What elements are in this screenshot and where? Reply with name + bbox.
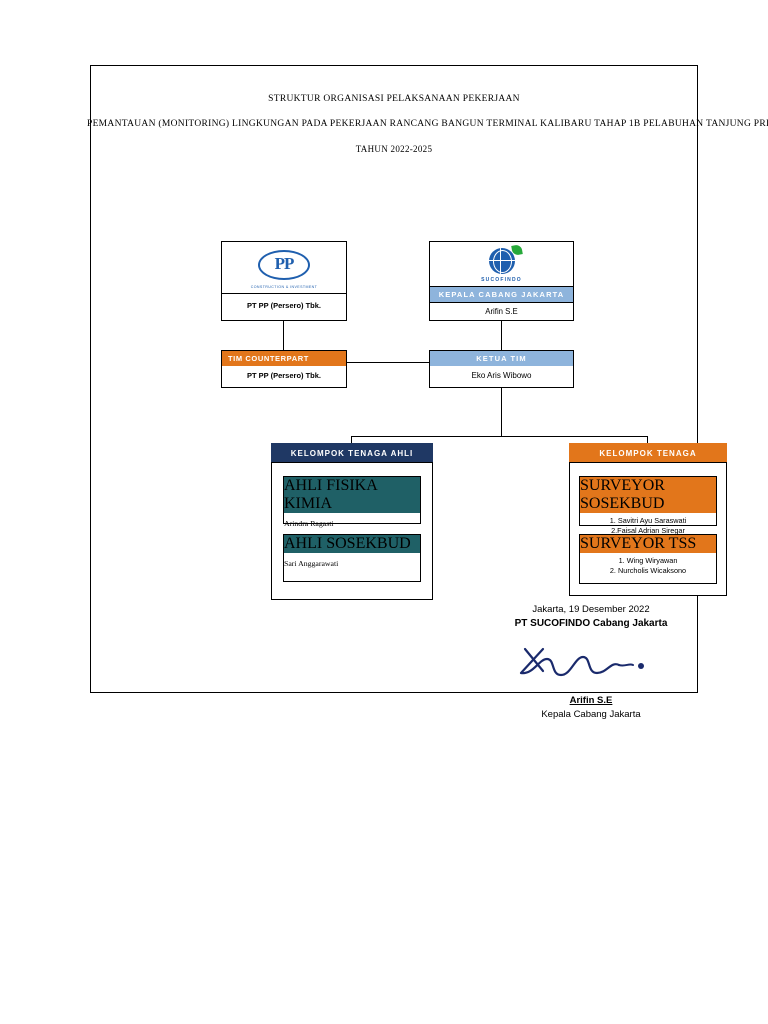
pp-logo-area: PP CONSTRUCTION & INVESTMENT — [222, 242, 346, 294]
ahli-sosekbud-header: AHLI SOSEKBUD — [284, 535, 420, 553]
signature-mark-icon — [519, 647, 644, 677]
surveyor-tss-member-2: 2. Nurcholis Wicaksono — [609, 566, 687, 575]
ketuatim-person-name: Eko Aris Wibowo — [471, 371, 532, 380]
connector-branch-pendukung — [647, 436, 648, 444]
connector-counterpart-ketuatim — [347, 362, 429, 363]
node-pt-pp: PP CONSTRUCTION & INVESTMENT PT PP (Pers… — [221, 241, 347, 321]
node-surveyor-tss: SURVEYOR TSS 1. Wing Wiryawan 2. Nurchol… — [579, 534, 717, 584]
pp-company-name: PT PP (Persero) Tbk. — [246, 301, 322, 310]
group-title-tenaga-ahli: KELOMPOK TENAGA AHLI — [271, 443, 433, 464]
title-line-3: TAHUN 2022-2025 — [355, 144, 433, 154]
surveyor-sosekbud-header: SURVEYOR SOSEKBUD — [580, 477, 716, 513]
counterpart-company-name: PT PP (Persero) Tbk. — [246, 371, 322, 380]
connector-ketuatim-down — [501, 388, 502, 436]
connector-branch-ahli — [351, 436, 352, 444]
signature-name: Arifin S.E — [569, 695, 613, 706]
ketuatim-header: KETUA TIM — [430, 351, 573, 366]
globe-ring — [492, 250, 512, 273]
connector-sucofindo-to-ketuatim — [501, 321, 502, 350]
document-sheet: STRUKTUR ORGANISASI PELAKSANAAN PEKERJAA… — [87, 65, 768, 720]
globe-icon — [488, 248, 515, 274]
pp-logo-icon: PP — [258, 250, 310, 280]
surveyor-tss-header: SURVEYOR TSS — [580, 535, 716, 553]
signature-company: PT SUCOFINDO Cabang Jakarta — [514, 618, 668, 629]
sucofindo-logo-area: SUCOFINDO — [430, 242, 573, 286]
node-tim-counterpart: TIM COUNTERPART PT PP (Persero) Tbk. — [221, 350, 347, 388]
node-ahli-fisika-kimia: AHLI FISIKA KIMIA Arindra Ragasti — [283, 476, 421, 528]
title-block: STRUKTUR ORGANISASI PELAKSANAAN PEKERJAA… — [87, 92, 768, 157]
node-surveyor-sosekbud: SURVEYOR SOSEKBUD 1. Savitri Ayu Saraswa… — [579, 476, 717, 535]
signature-role: Kepala Cabang Jakarta — [541, 709, 641, 720]
sucofindo-person-name: Arifin S.E — [485, 307, 518, 316]
ahli-fisika-kimia-name: Arindra Ragasti — [284, 519, 334, 528]
title-line-1: STRUKTUR ORGANISASI PELAKSANAAN PEKERJAA… — [268, 94, 520, 104]
pp-logo-tagline: CONSTRUCTION & INVESTMENT — [250, 285, 318, 289]
counterpart-header: TIM COUNTERPART — [222, 351, 346, 366]
connector-pp-to-counterpart — [283, 321, 284, 350]
surveyor-sosekbud-member-1: 1. Savitri Ayu Saraswati — [609, 516, 687, 525]
surveyor-tss-member-1: 1. Wing Wiryawan — [618, 556, 678, 565]
ahli-sosekbud-name: Sari Anggarawati — [284, 559, 339, 568]
signature-block: Jakarta, 19 Desember 2022 PT SUCOFINDO C… — [491, 604, 691, 720]
signature-city-date: Jakarta, 19 Desember 2022 — [532, 604, 650, 615]
sucofindo-wordmark: SUCOFINDO — [481, 277, 522, 283]
node-ketua-tim: KETUA TIM Eko Aris Wibowo — [429, 350, 574, 388]
node-sucofindo: SUCOFINDO KEPALA CABANG JAKARTA Arifin S… — [429, 241, 574, 321]
surveyor-tss-members: 1. Wing Wiryawan 2. Nurcholis Wicaksono — [580, 553, 716, 578]
ahli-fisika-kimia-header: AHLI FISIKA KIMIA — [284, 477, 420, 513]
sucofindo-header: KEPALA CABANG JAKARTA — [430, 286, 573, 303]
group-title-tenaga-pendukung: KELOMPOK TENAGA PENDUKUNG — [569, 443, 727, 477]
surveyor-sosekbud-member-2: 2.Faisal Adrian Siregar — [611, 526, 685, 535]
surveyor-sosekbud-members: 1. Savitri Ayu Saraswati 2.Faisal Adrian… — [580, 513, 716, 538]
title-line-2: PEMANTAUAN (MONITORING) LINGKUNGAN PADA … — [87, 119, 768, 129]
connector-bus — [351, 436, 648, 437]
node-ahli-sosekbud: AHLI SOSEKBUD Sari Anggarawati — [283, 534, 421, 582]
